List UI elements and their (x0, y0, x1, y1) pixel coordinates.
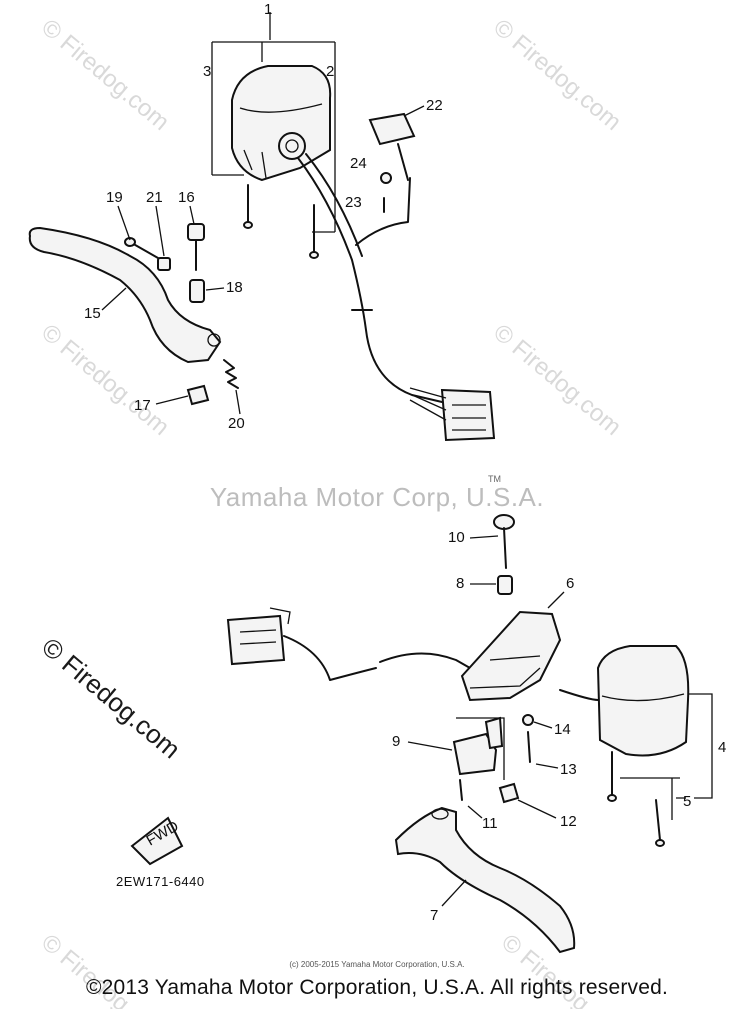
callout-4: 4 (718, 739, 726, 756)
top-assembly (28, 12, 496, 442)
center-copyright-note: Yamaha Motor Corp, U.S.A. (209, 482, 545, 512)
stop-switch (368, 112, 416, 146)
callout-20: 20 (228, 415, 245, 432)
watermark-dark: © Firedog.com (36, 632, 186, 765)
callout-labels: 1 3 2 22 24 23 19 21 16 18 15 17 20 10 8… (84, 1, 726, 924)
clutch-lever (394, 806, 576, 954)
callout-13: 13 (560, 761, 577, 778)
callout-11: 11 (482, 815, 498, 832)
trademark-mark: TM (488, 474, 501, 484)
watermark-mid-left: © Firedog.com (36, 319, 174, 441)
callout-5: 5 (683, 793, 691, 810)
callout-3: 3 (203, 63, 211, 80)
callout-14: 14 (554, 721, 571, 738)
callout-1: 1 (264, 1, 272, 18)
watermark-top-right: © Firedog.com (488, 14, 626, 136)
callout-24: 24 (350, 155, 367, 172)
callout-6: 6 (566, 575, 574, 592)
lever-holder (460, 610, 562, 702)
callout-21: 21 (146, 189, 163, 206)
callout-23: 23 (345, 194, 362, 211)
watermark-top-left: © Firedog.com (36, 14, 174, 136)
callout-22: 22 (426, 97, 443, 114)
connector-top (440, 388, 496, 442)
footer-copyright: ©2013 Yamaha Motor Corporation, U.S.A. A… (85, 976, 669, 999)
callout-7: 7 (430, 907, 438, 924)
callout-18: 18 (226, 279, 243, 296)
callout-15: 15 (84, 305, 101, 322)
callout-9: 9 (392, 733, 400, 750)
callout-12: 12 (560, 813, 577, 830)
callout-10: 10 (448, 529, 465, 546)
brake-lever-15 (28, 226, 222, 364)
small-copyright: (c) 2005-2015 Yamaha Motor Corporation, … (289, 960, 465, 969)
fwd-arrow (130, 816, 184, 866)
callout-16: 16 (178, 189, 195, 206)
part-code: 2EW171-6440 (116, 874, 205, 889)
callout-17: 17 (134, 397, 151, 414)
watermark-mid-right: © Firedog.com (488, 319, 626, 441)
callout-19: 19 (106, 189, 123, 206)
callout-2: 2 (326, 63, 334, 80)
bottom-assembly: FWD (130, 514, 713, 954)
switch-housing-top (231, 65, 332, 182)
callout-8: 8 (456, 575, 464, 592)
connector-bottom (226, 614, 286, 666)
